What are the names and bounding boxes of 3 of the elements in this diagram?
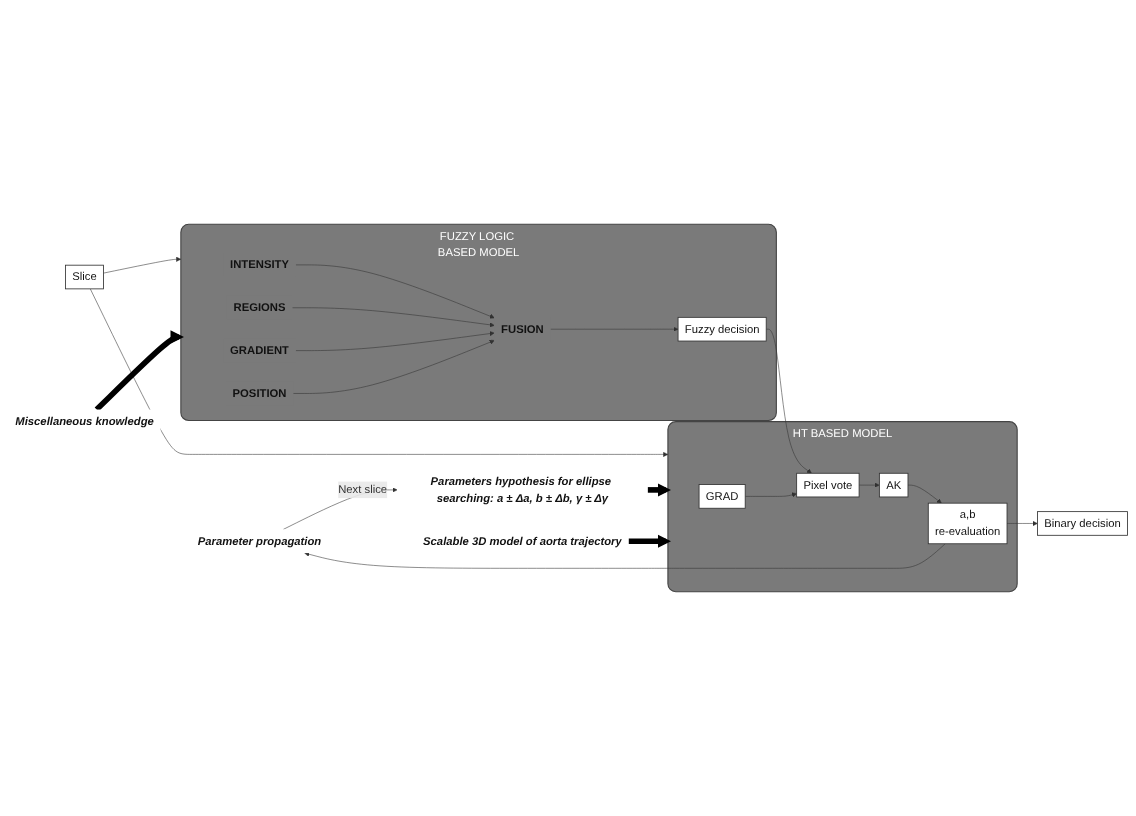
arrow — [628, 534, 672, 548]
arrow — [94, 330, 184, 412]
arrow — [646, 483, 672, 497]
